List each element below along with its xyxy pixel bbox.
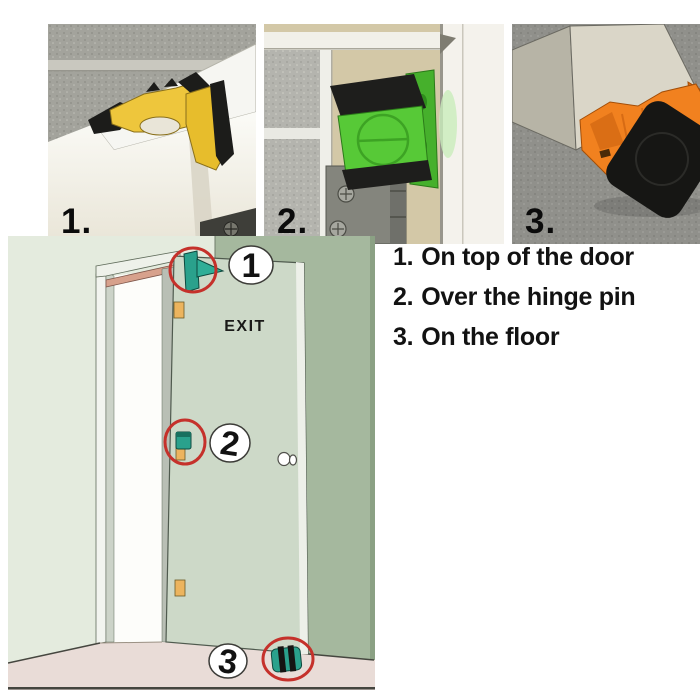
photo-2-label: 2.	[277, 202, 309, 241]
photo-step-3-floor: 3.	[512, 24, 700, 244]
photo-step-1-top-of-door: 1.	[48, 24, 256, 244]
rubber-pad	[606, 101, 700, 218]
frame-top-edge	[264, 32, 460, 50]
door-hinges	[173, 301, 186, 597]
instruction-3-number: 3.	[393, 323, 414, 351]
photo-2-illustration	[264, 24, 504, 244]
door-positions-diagram: EXIT	[8, 236, 375, 690]
green-reflection	[439, 90, 457, 158]
exit-sign: EXIT	[224, 318, 266, 335]
doorway-opening	[114, 269, 162, 642]
ring-position-3	[261, 636, 315, 682]
photo-3-illustration	[512, 24, 700, 244]
instruction-item-3: 3. On the floor	[393, 317, 693, 357]
ring-position-1	[168, 246, 218, 294]
hinge-barrel	[390, 166, 406, 244]
instruction-1-number: 1.	[393, 243, 414, 271]
instruction-item-1: 1. On top of the door	[393, 237, 693, 277]
rubber-pad-bottom	[342, 160, 432, 190]
door-knob	[277, 451, 291, 467]
instruction-2-number: 2.	[393, 283, 414, 311]
highlight-rings	[163, 246, 315, 682]
diagram-illustration: EXIT	[8, 236, 375, 690]
wall-edge	[370, 236, 375, 666]
instruction-2-text: Over the hinge pin	[421, 283, 636, 311]
instruction-1-text: On top of the door	[421, 243, 634, 271]
rubber-strap-right	[210, 80, 234, 166]
lanyard-hole	[599, 148, 611, 159]
door-edge-highlight	[296, 262, 308, 654]
hinge-bottom	[174, 579, 186, 597]
instruction-3-text: On the floor	[421, 323, 560, 351]
stopper-position-2	[175, 431, 192, 450]
ring-position-2	[163, 418, 207, 466]
photo-1-illustration	[48, 24, 256, 244]
hinge-top	[173, 301, 185, 319]
green-door-stopper	[330, 69, 439, 190]
badge-1	[228, 245, 274, 285]
diagram-bottom-line	[8, 687, 375, 690]
badge-1-number: 1	[242, 247, 261, 285]
yellow-door-stopper	[88, 72, 234, 171]
frame-board-right	[439, 24, 504, 244]
number-badges: 1 2 3	[208, 245, 274, 682]
photo-1-label: 1.	[61, 202, 93, 241]
badge-2	[209, 423, 251, 463]
stopper-position-3	[270, 645, 303, 673]
grip-hole	[139, 116, 181, 136]
concrete-wall	[264, 50, 320, 244]
photo-step-2-hinge-pin: 2.	[264, 24, 504, 244]
lintel	[95, 250, 181, 278]
instruction-list: 1. On top of the door 2. Over the hinge …	[393, 237, 693, 357]
instruction-item-2: 2. Over the hinge pin	[393, 277, 693, 317]
badge-3	[208, 643, 248, 679]
orange-door-stopper	[579, 81, 700, 218]
photo-3-label: 3.	[525, 202, 557, 241]
door-frame	[95, 250, 181, 645]
